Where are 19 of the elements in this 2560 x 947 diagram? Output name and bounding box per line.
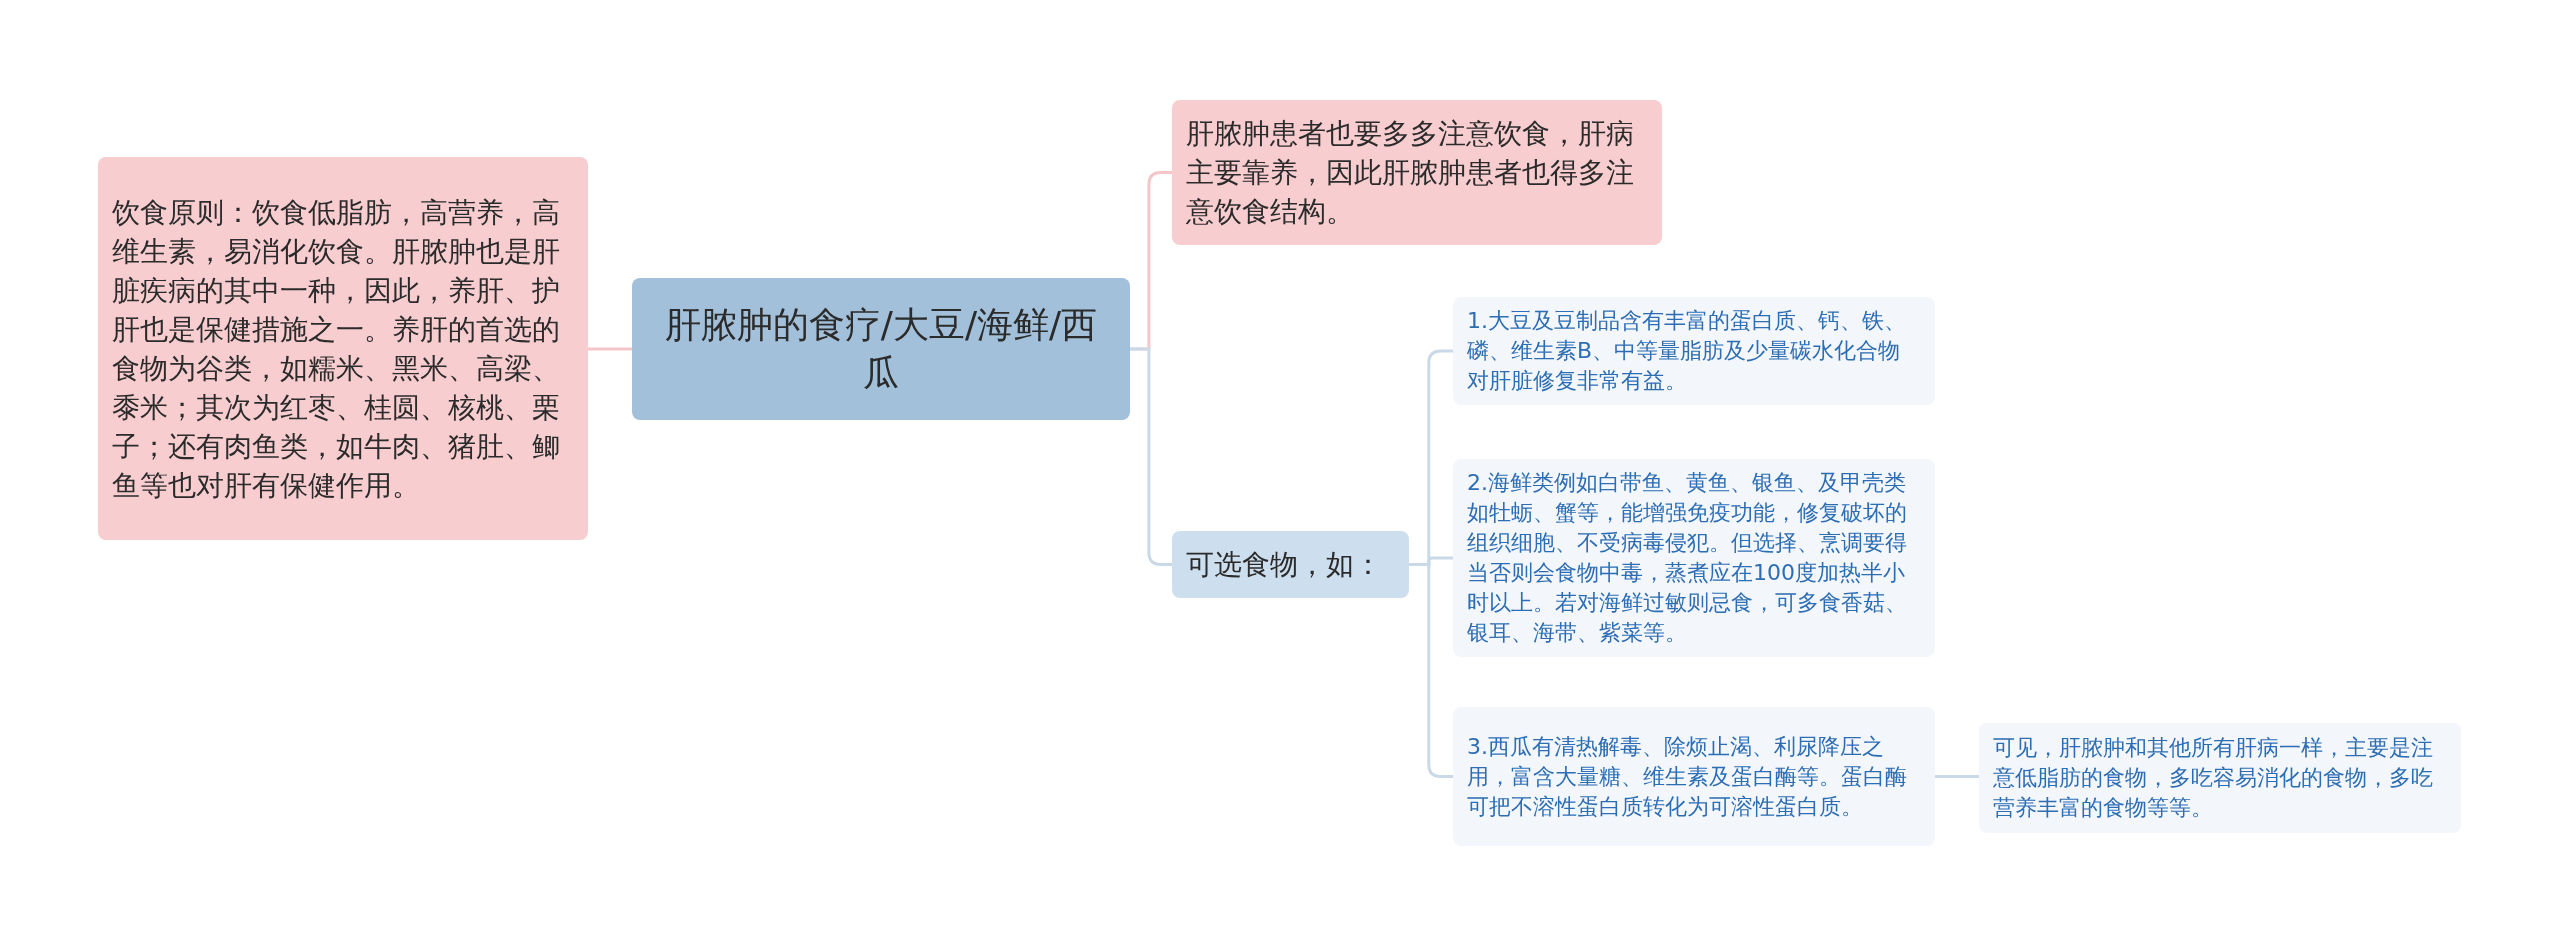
- central-topic-box: [632, 278, 1130, 420]
- note-box: [98, 157, 588, 540]
- leaf-box: [1453, 459, 1935, 657]
- topic-box: [1172, 531, 1409, 598]
- connector-line: [1935, 775, 1979, 778]
- connector-line: [1130, 347, 1172, 566]
- leaf-text: 2.海鲜类例如白带鱼、黄鱼、银鱼、及甲壳类如牡蛎、蟹等，能增强免疫功能，修复破坏的组织细胞、不受病毒侵犯。但选择、烹调要得当否则会食物中毒，蒸煮应在100度加热半小时以上。若对海鲜过敏则忌食，可多食香菇、银耳、海带、紫菜等。: [1467, 469, 1908, 647]
- note-text: 肝脓肿患者也要多多注意饮食，肝病主要靠养，因此肝脓肿患者也得多注意饮食结构。: [1186, 116, 1635, 230]
- connector-line: [588, 347, 632, 351]
- note-box: [1172, 100, 1662, 245]
- leaf-text: 3.西瓜有清热解毒、除烦止渴、利尿降压之用，富含大量糖、维生素及蛋白酶等。蛋白酶可把不溶性蛋白质转化为可溶性蛋白质。: [1467, 732, 1908, 821]
- leaf-text: 可见，肝脓肿和其他所有肝病一样，主要是注意低脂肪的食物，多吃容易消化的食物，多吃营养丰富的食物等等。: [1993, 734, 2434, 822]
- topic-text: 肝脓肿的食疗/大豆/海鲜/西瓜: [663, 303, 1099, 395]
- leaf-box: [1453, 297, 1935, 405]
- leaf-box: [1453, 707, 1935, 846]
- note-text: 饮食原则：饮食低脂肪，高营养，高维生素，易消化饮食。肝脓肿也是肝脏疾病的其中一种，因此，养肝、护肝也是保健措施之一。养肝的首选的食物为谷类，如糯米、黑米、高梁、黍米；其次为红枣、桂圆、核桃、栗子；还有肉鱼类，如牛肉、猪肚、鲫鱼等也对肝有保健作用。: [112, 194, 561, 504]
- topic-text: 可选食物，如：: [1186, 546, 1383, 583]
- leaf-text: 1.大豆及豆制品含有丰富的蛋白质、钙、铁、磷、维生素B、中等量脂肪及少量碳水化合物对肝脏修复非常有益。: [1467, 307, 1907, 395]
- leaf-box: [1979, 723, 2461, 833]
